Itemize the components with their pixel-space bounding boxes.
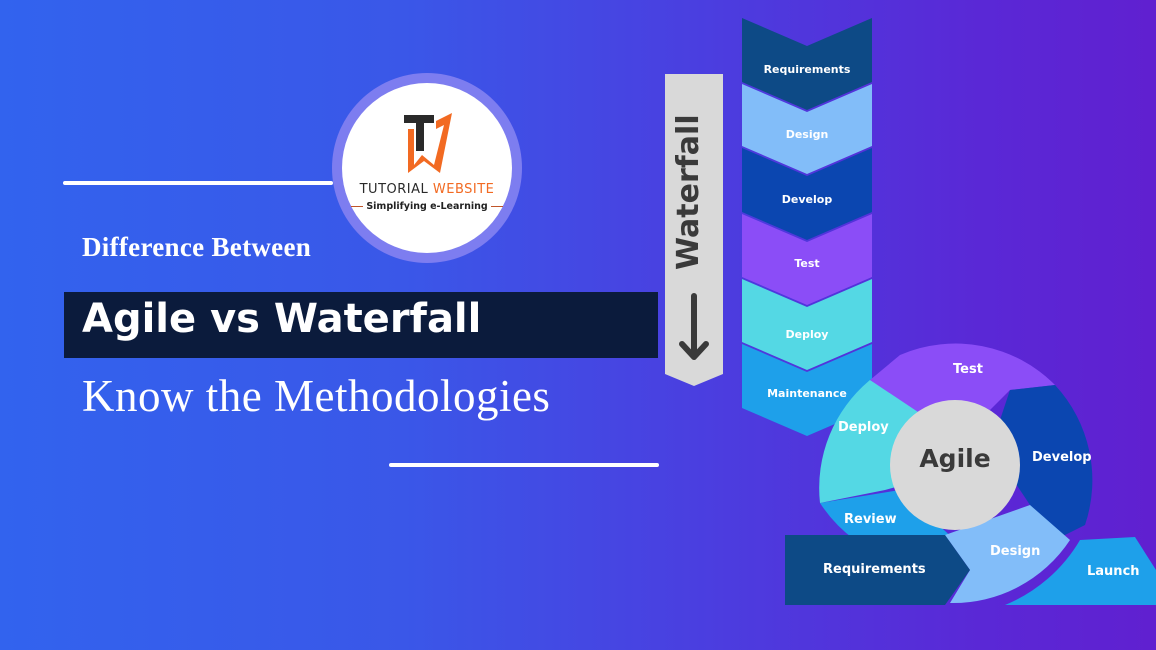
title-bar: Agile vs Waterfall bbox=[64, 292, 658, 358]
agile-segment-design bbox=[945, 505, 1070, 604]
agile-label-review: Review bbox=[844, 512, 897, 527]
tagline: Know the Methodologies bbox=[82, 371, 551, 421]
agile-label-design: Design bbox=[990, 544, 1041, 559]
agile-label-test: Test bbox=[953, 362, 983, 377]
agile-label-deploy: Deploy bbox=[838, 420, 889, 435]
arrow-down-icon bbox=[679, 293, 709, 360]
subtitle: Difference Between bbox=[82, 232, 312, 262]
chevron-deploy bbox=[742, 279, 872, 370]
chevron-test bbox=[742, 214, 872, 305]
agile-center-circle: Agile bbox=[890, 400, 1020, 530]
agile-label-requirements: Requirements bbox=[823, 562, 926, 577]
top-divider-line bbox=[63, 181, 333, 185]
chevron-maintenance bbox=[742, 344, 872, 436]
chevron-requirements bbox=[742, 18, 872, 110]
waterfall-step-deploy: Deploy bbox=[785, 328, 829, 341]
waterfall-step-requirements: Requirements bbox=[763, 63, 851, 76]
logo-brand-text: TUTORIAL WEBSITE bbox=[359, 182, 495, 197]
logo-circle: TUTORIAL WEBSITE Simplifying e-Learning bbox=[342, 83, 512, 253]
tw-logo-icon bbox=[404, 113, 452, 173]
waterfall-banner bbox=[665, 74, 723, 386]
waterfall-step-test: Test bbox=[794, 257, 820, 270]
waterfall-chevrons bbox=[742, 18, 872, 436]
chevron-develop bbox=[742, 148, 872, 240]
agile-segment-requirements bbox=[785, 535, 970, 605]
agile-segment-review bbox=[820, 490, 955, 540]
agile-label-develop: Develop bbox=[1032, 450, 1092, 465]
agile-segment-launch bbox=[1005, 537, 1156, 605]
chevron-design bbox=[742, 84, 872, 174]
waterfall-step-develop: Develop bbox=[781, 193, 833, 206]
agile-center-label: Agile bbox=[919, 444, 991, 473]
waterfall-label: Waterfall bbox=[671, 114, 706, 270]
logo-badge: TUTORIAL WEBSITE Simplifying e-Learning bbox=[332, 73, 522, 263]
waterfall-step-design: Design bbox=[785, 128, 829, 141]
agile-label-launch: Launch bbox=[1087, 564, 1140, 579]
agile-cycle bbox=[785, 343, 1156, 605]
logo-slogan: Simplifying e-Learning bbox=[342, 201, 512, 212]
agile-segment-develop bbox=[995, 385, 1093, 540]
page-title: Agile vs Waterfall bbox=[82, 296, 482, 342]
bottom-divider-line bbox=[389, 463, 659, 467]
agile-segment-test bbox=[870, 343, 1055, 430]
waterfall-step-maintenance: Maintenance bbox=[767, 387, 847, 400]
